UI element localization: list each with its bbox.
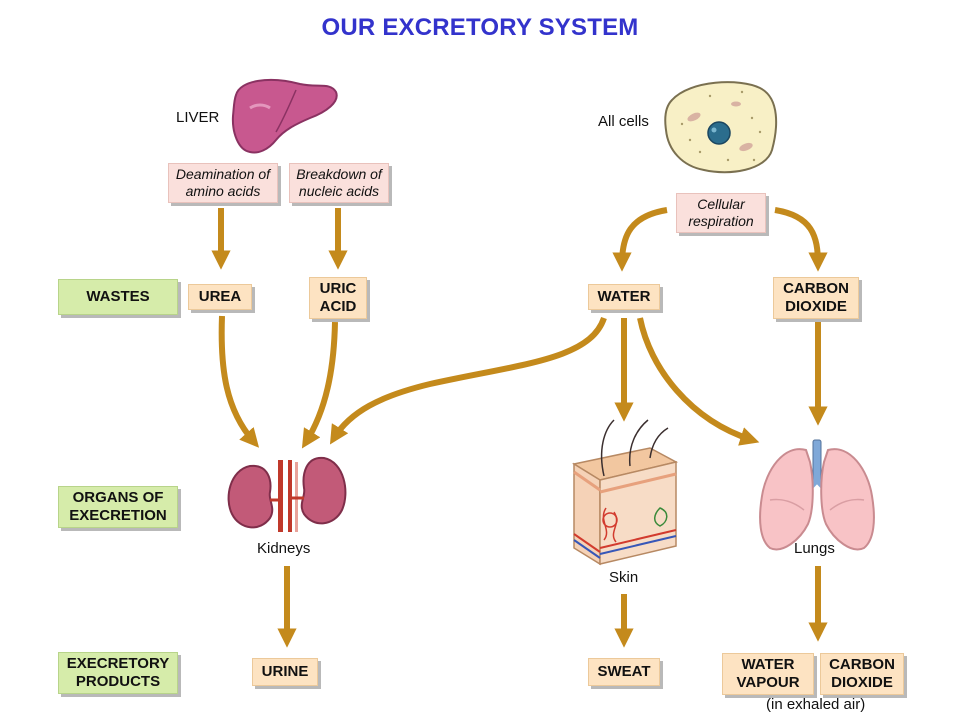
arrow-uric-to-kidneys: [301, 321, 338, 449]
skin-label: Skin: [609, 569, 639, 586]
product-water-vapour: WATER VAPOUR: [722, 653, 814, 695]
exhaled-note: (in exhaled air): [766, 696, 866, 713]
category-products: EXECRETORY PRODUCTS: [58, 652, 178, 694]
category-organs: ORGANS OF EXECRETION: [58, 486, 178, 528]
deamination-box: Deamination of amino acids: [168, 163, 278, 203]
product-urine: URINE: [252, 658, 318, 686]
product-carbon-dioxide: CARBON DIOXIDE: [820, 653, 904, 695]
cells-label: All cells: [598, 113, 649, 130]
liver-image: [231, 78, 338, 154]
arrow-water-to-kidneys: [329, 316, 607, 445]
kidneys-image: [227, 456, 347, 532]
skin-image: [572, 419, 679, 566]
waste-urea: UREA: [188, 284, 252, 310]
kidneys-label: Kidneys: [257, 540, 311, 557]
lungs-label: Lungs: [794, 540, 835, 557]
cell-image: [664, 81, 778, 174]
waste-carbon-dioxide: CARBON DIOXIDE: [773, 277, 859, 319]
diagram-title: OUR EXCRETORY SYSTEM: [321, 14, 639, 41]
arrow-respiration-to-water: [612, 207, 668, 272]
breakdown-box: Breakdown of nucleic acids: [289, 163, 389, 203]
waste-uric-acid: URIC ACID: [309, 277, 367, 319]
waste-water: WATER: [588, 284, 660, 310]
respiration-box: Cellular respiration: [676, 193, 766, 233]
product-sweat: SWEAT: [588, 658, 660, 686]
category-wastes: WASTES: [58, 279, 178, 315]
arrow-urea-to-kidneys: [218, 315, 260, 448]
arrow-water-to-lungs: [637, 317, 760, 446]
liver-label: LIVER: [176, 109, 220, 126]
arrow-respiration-to-co2: [774, 207, 828, 272]
lungs-image: [759, 439, 875, 551]
